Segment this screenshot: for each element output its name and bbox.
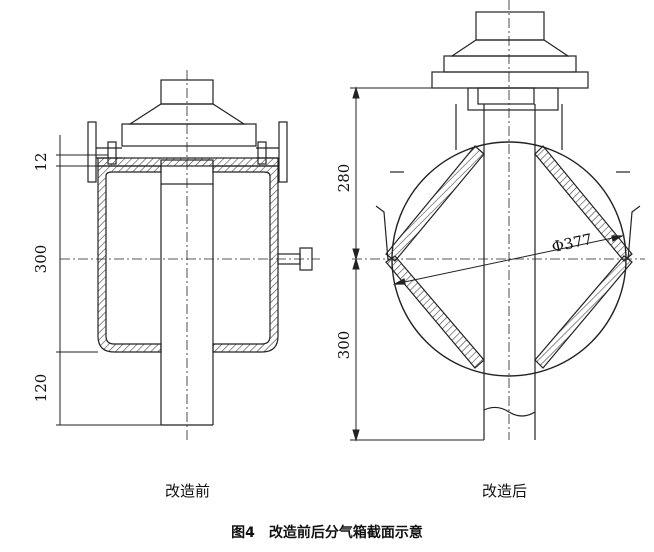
dim-120: 120 bbox=[32, 374, 50, 403]
reducer-cone-after bbox=[450, 39, 570, 57]
label-after: 改造后 bbox=[482, 482, 528, 500]
before-dimensions bbox=[56, 135, 161, 426]
flange-block bbox=[121, 123, 257, 147]
baffle-lower-right bbox=[534, 255, 633, 369]
handle-right bbox=[627, 205, 641, 261]
baffle-upper-left bbox=[385, 145, 485, 262]
before-section bbox=[60, 70, 320, 440]
figure-caption: 图4 改造前后分气箱截面示意 bbox=[231, 525, 423, 541]
dim-280: 280 bbox=[335, 164, 353, 193]
inlet-cap-after bbox=[475, 11, 545, 41]
top-plate bbox=[97, 157, 279, 167]
box-wall-right bbox=[212, 165, 279, 353]
handle-left bbox=[375, 205, 389, 261]
pipe-break-line bbox=[483, 406, 536, 417]
flange-plate bbox=[431, 71, 589, 89]
right-flange bbox=[278, 121, 288, 183]
box-wall-left bbox=[97, 165, 162, 353]
left-flange bbox=[87, 121, 97, 183]
flange-upper bbox=[443, 55, 577, 73]
dim-300-right: 300 bbox=[335, 331, 353, 360]
flange-lower bbox=[467, 87, 559, 111]
dim-diameter: Φ377 bbox=[550, 230, 594, 256]
after-section bbox=[352, 0, 645, 440]
baffle-lower-left bbox=[385, 255, 485, 369]
label-before: 改造前 bbox=[165, 482, 211, 500]
dim-12: 12 bbox=[32, 152, 50, 171]
after-dimensions bbox=[350, 86, 484, 442]
dim-300-left: 300 bbox=[32, 245, 50, 274]
pipe-collar-after bbox=[477, 87, 535, 105]
diameter-line bbox=[394, 235, 623, 285]
